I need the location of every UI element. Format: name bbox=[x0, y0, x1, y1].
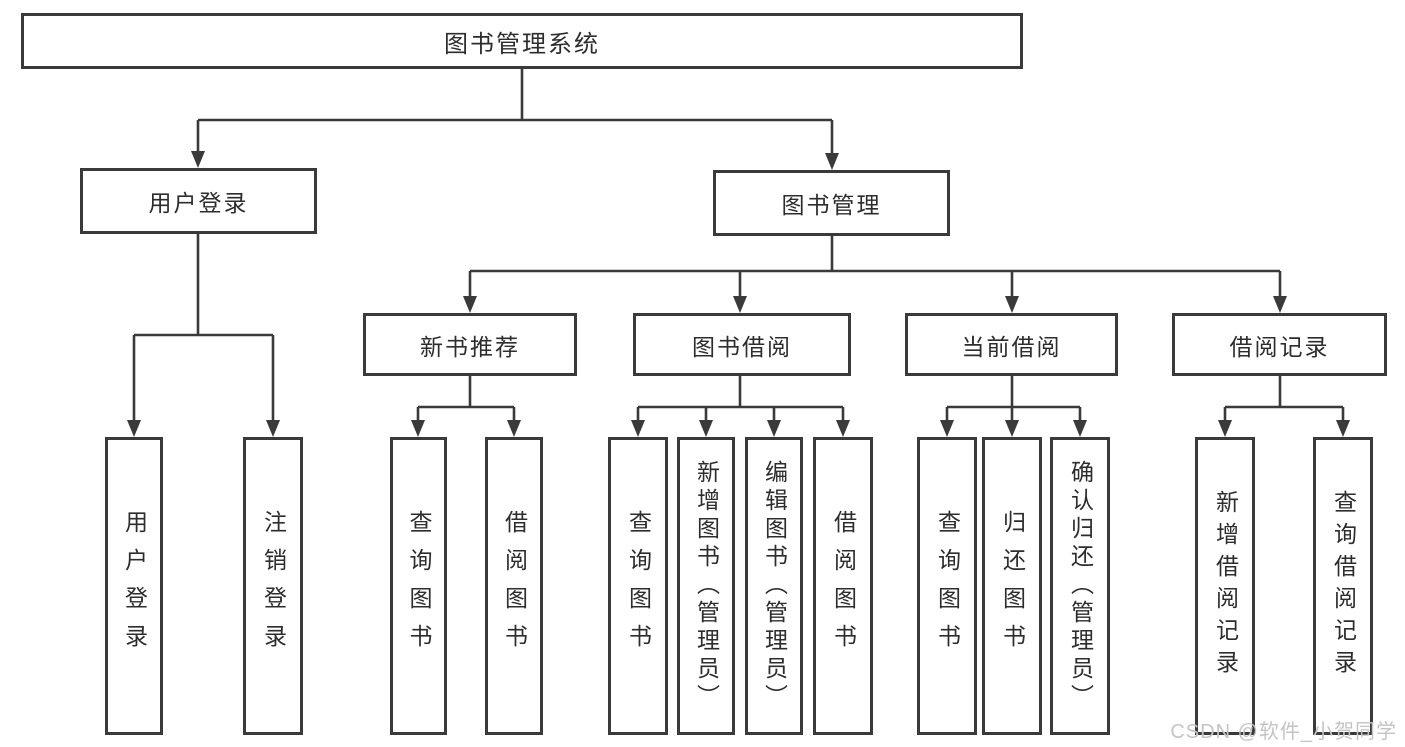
leaf-br-add-record: 新增借阅记录 bbox=[1195, 437, 1255, 735]
connector-bookmgmt-to-level3 bbox=[468, 236, 1282, 298]
node-book-borrowing-label: 图书借阅 bbox=[692, 333, 792, 360]
leaf-cb-return-books-label: 归还图书 bbox=[999, 510, 1026, 662]
leaf-cb-confirm-return-label: 确认归还（管理员） bbox=[1067, 460, 1094, 712]
node-borrowing-records: 借阅记录 bbox=[1172, 313, 1387, 376]
leaf-nbr-query-books-label: 查询图书 bbox=[406, 510, 432, 662]
node-current-borrowing-label: 当前借阅 bbox=[961, 333, 1062, 360]
leaf-bb-add-books: 新增图书（管理员） bbox=[677, 437, 735, 735]
leaf-cb-query-books: 查询图书 bbox=[917, 437, 977, 735]
leaf-bb-query-books: 查询图书 bbox=[608, 437, 668, 735]
node-root: 图书管理系统 bbox=[21, 13, 1023, 69]
connector-bookborrow-to-leaves bbox=[636, 376, 845, 422]
node-user-login-label: 用户登录 bbox=[148, 190, 249, 216]
connector-currentborrow-to-leaves bbox=[945, 376, 1082, 422]
leaf-bb-add-books-label: 新增图书（管理员） bbox=[693, 460, 720, 712]
node-borrowing-records-label: 借阅记录 bbox=[1229, 333, 1330, 360]
leaf-bb-edit-books-label: 编辑图书（管理员） bbox=[761, 460, 788, 712]
leaf-br-add-record-label: 新增借阅记录 bbox=[1212, 490, 1239, 682]
leaf-bb-query-books-label: 查询图书 bbox=[625, 510, 652, 662]
leaf-cb-return-books: 归还图书 bbox=[982, 437, 1042, 735]
node-book-management: 图书管理 bbox=[713, 170, 950, 236]
leaf-nbr-borrow-books: 借阅图书 bbox=[485, 437, 543, 735]
connector-newbook-to-leaves bbox=[416, 376, 516, 422]
connector-records-to-leaves bbox=[1223, 376, 1345, 422]
connector-root-to-level2 bbox=[196, 69, 834, 155]
leaf-bb-edit-books: 编辑图书（管理员） bbox=[745, 437, 803, 735]
leaf-user-login: 用户登录 bbox=[105, 437, 163, 735]
watermark: CSDN @软件_小贺同学 bbox=[1170, 721, 1397, 743]
node-book-management-label: 图书管理 bbox=[781, 192, 882, 218]
node-current-borrowing: 当前借阅 bbox=[905, 313, 1118, 376]
leaf-bb-borrow-books-label: 借阅图书 bbox=[830, 510, 857, 662]
leaf-user-login-label: 用户登录 bbox=[121, 510, 148, 662]
node-root-label: 图书管理系统 bbox=[444, 30, 600, 58]
node-new-book-recommend: 新书推荐 bbox=[363, 313, 577, 376]
leaf-nbr-borrow-books-label: 借阅图书 bbox=[501, 510, 528, 662]
connector-userlogin-to-leaves bbox=[132, 234, 275, 422]
leaf-cb-confirm-return: 确认归还（管理员） bbox=[1050, 437, 1110, 735]
leaf-br-query-record-label: 查询借阅记录 bbox=[1330, 490, 1357, 682]
arrowheads bbox=[127, 151, 1350, 437]
leaf-logout-label: 注销登录 bbox=[260, 510, 287, 662]
node-user-login: 用户登录 bbox=[80, 168, 317, 234]
leaf-logout: 注销登录 bbox=[243, 437, 303, 735]
leaf-cb-query-books-label: 查询图书 bbox=[934, 510, 961, 662]
leaf-br-query-record: 查询借阅记录 bbox=[1313, 437, 1373, 735]
node-book-borrowing: 图书借阅 bbox=[633, 313, 851, 376]
leaf-bb-borrow-books: 借阅图书 bbox=[813, 437, 873, 735]
leaf-nbr-query-books: 查询图书 bbox=[390, 437, 447, 735]
node-new-book-recommend-label: 新书推荐 bbox=[420, 333, 520, 360]
